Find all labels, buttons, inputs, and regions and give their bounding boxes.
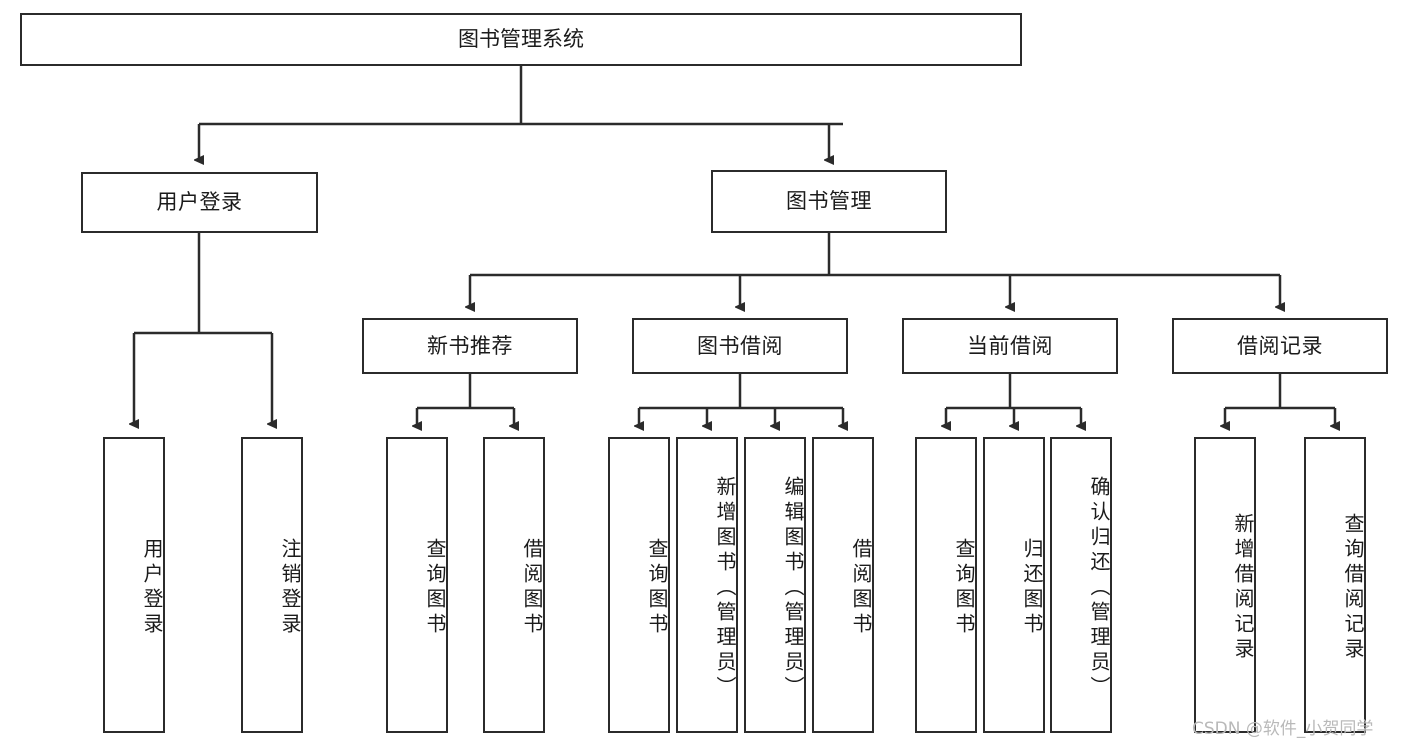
leaf-borrow-book[interactable]: 借阅图书 [812, 437, 874, 733]
node-label: 编辑图书（管理员） [781, 475, 805, 701]
node-label: 当前借阅 [967, 333, 1053, 358]
node-label: 用户登录 [156, 190, 243, 215]
node-new-book-recommendation[interactable]: 新书推荐 [362, 318, 578, 374]
leaf-query-borrow-record[interactable]: 查询借阅记录 [1304, 437, 1366, 733]
node-label: 新书推荐 [427, 333, 513, 358]
node-label: 用户登录 [140, 538, 164, 638]
node-current-borrow[interactable]: 当前借阅 [902, 318, 1118, 374]
node-label: 图书管理 [786, 189, 872, 214]
node-label: 查询图书 [645, 538, 669, 638]
node-label: 图书管理系统 [458, 27, 584, 52]
leaf-user-login[interactable]: 用户登录 [103, 437, 165, 733]
node-label: 新增借阅记录 [1231, 513, 1255, 663]
leaf-query-book-current[interactable]: 查询图书 [915, 437, 977, 733]
node-label: 查询图书 [423, 538, 447, 638]
node-label: 借阅记录 [1237, 333, 1323, 358]
leaf-borrow-book-recommend[interactable]: 借阅图书 [483, 437, 545, 733]
node-borrow-record[interactable]: 借阅记录 [1172, 318, 1388, 374]
node-label: 确认归还（管理员） [1087, 475, 1111, 701]
leaf-confirm-return-admin[interactable]: 确认归还（管理员） [1050, 437, 1112, 733]
leaf-edit-book-admin[interactable]: 编辑图书（管理员） [744, 437, 806, 733]
csdn-watermark: CSDN @软件_小贺同学 [1192, 719, 1374, 739]
node-label: 注销登录 [278, 538, 302, 638]
node-label: 查询图书 [952, 538, 976, 638]
node-label: 图书借阅 [697, 333, 783, 358]
node-user-login[interactable]: 用户登录 [81, 172, 318, 233]
node-label: 归还图书 [1020, 538, 1044, 638]
node-label: 借阅图书 [849, 538, 873, 638]
node-root-book-management-system[interactable]: 图书管理系统 [20, 13, 1022, 66]
leaf-query-book-borrow[interactable]: 查询图书 [608, 437, 670, 733]
node-book-management[interactable]: 图书管理 [711, 170, 947, 233]
leaf-logout[interactable]: 注销登录 [241, 437, 303, 733]
node-label: 新增图书（管理员） [713, 475, 737, 701]
leaf-add-book-admin[interactable]: 新增图书（管理员） [676, 437, 738, 733]
node-book-borrow[interactable]: 图书借阅 [632, 318, 848, 374]
leaf-return-book[interactable]: 归还图书 [983, 437, 1045, 733]
leaf-query-book-recommend[interactable]: 查询图书 [386, 437, 448, 733]
leaf-add-borrow-record[interactable]: 新增借阅记录 [1194, 437, 1256, 733]
node-label: 借阅图书 [520, 538, 544, 638]
node-label: 查询借阅记录 [1341, 513, 1365, 663]
